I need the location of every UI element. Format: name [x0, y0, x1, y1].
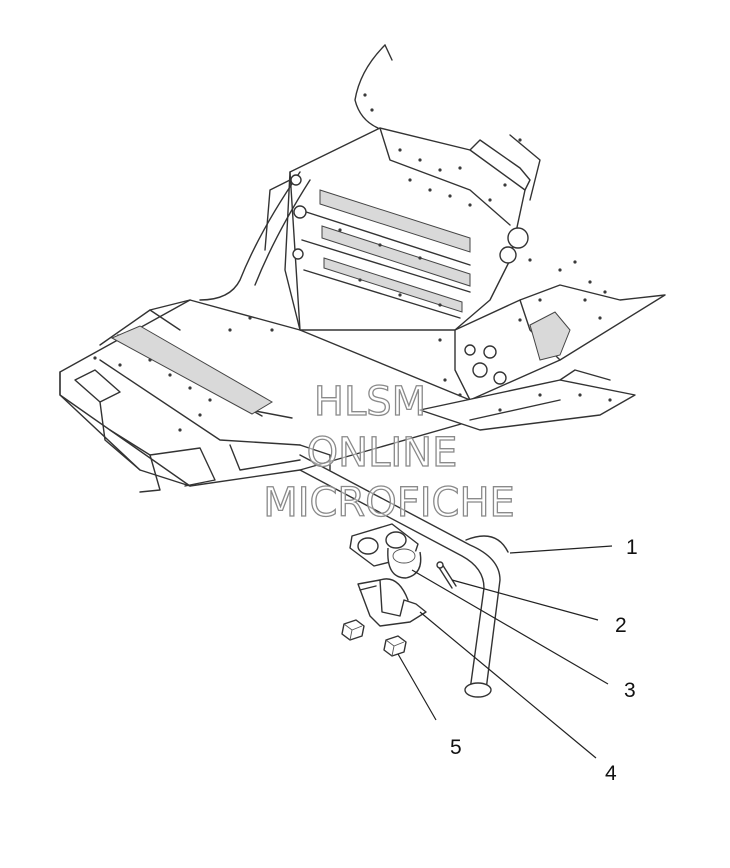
part-5-nuts: [341, 619, 407, 657]
watermark: HLSM ONLINE MICROFICHE: [263, 378, 516, 526]
watermark-line-3: MICROFICHE: [263, 480, 515, 526]
callout-4: 4: [605, 762, 617, 785]
watermark-line-1: HLSM: [314, 379, 426, 425]
callout-labels: 1 2 3 4 5: [450, 536, 638, 785]
watermark-line-2: ONLINE: [307, 430, 458, 476]
part-1-hose: [299, 454, 509, 698]
callout-2: 2: [615, 614, 627, 637]
leader-1: [509, 545, 613, 554]
part-2-pin: [436, 561, 457, 589]
part-4-strap: [357, 578, 427, 627]
leader-2: [451, 579, 599, 621]
callout-1: 1: [626, 536, 638, 559]
leader-4: [419, 611, 597, 759]
frame-hole-pattern: [93, 93, 612, 432]
leader-5: [397, 653, 437, 721]
callout-5: 5: [450, 736, 462, 759]
leader-lines: [397, 545, 613, 759]
part-3-clamp-bracket: [349, 523, 422, 579]
callout-3: 3: [624, 679, 636, 702]
frame-assembly: [59, 44, 666, 493]
leader-3: [411, 569, 609, 685]
